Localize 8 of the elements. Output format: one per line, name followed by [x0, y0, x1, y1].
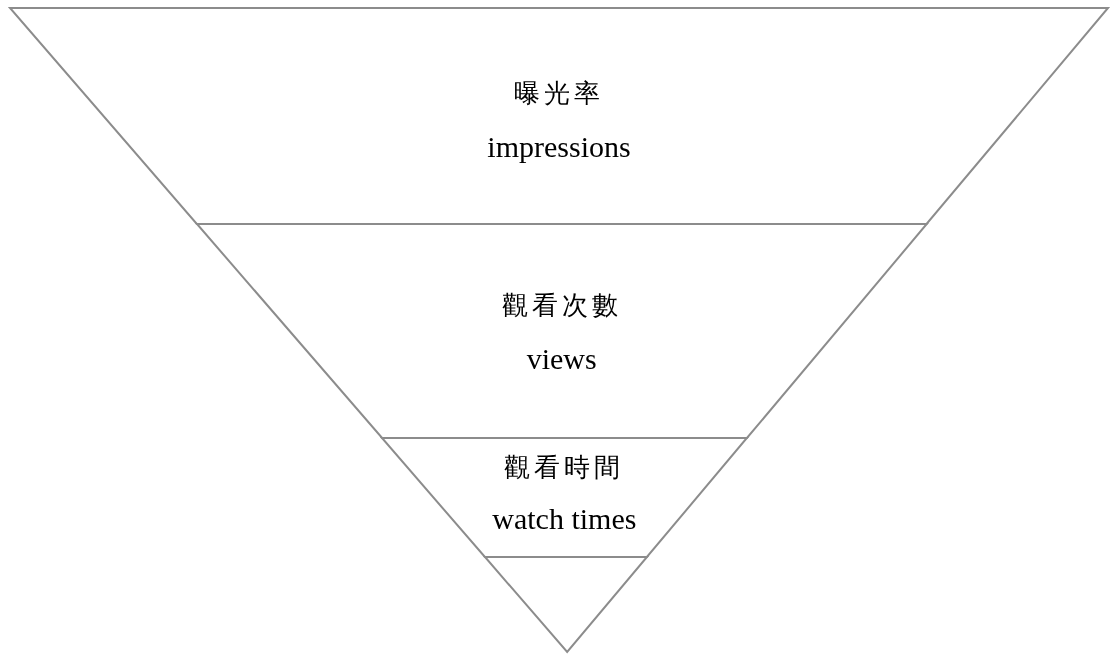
- stage-label: impressions: [487, 130, 631, 164]
- stage-title: 曝光率: [514, 78, 604, 110]
- funnel-tip: [484, 557, 647, 652]
- funnel-stage: [10, 8, 1108, 224]
- stage-title: 觀看次數: [501, 290, 622, 322]
- stage-title: 觀看時間: [504, 452, 625, 484]
- stage-label: watch times: [492, 502, 637, 536]
- stage-label: views: [526, 342, 597, 376]
